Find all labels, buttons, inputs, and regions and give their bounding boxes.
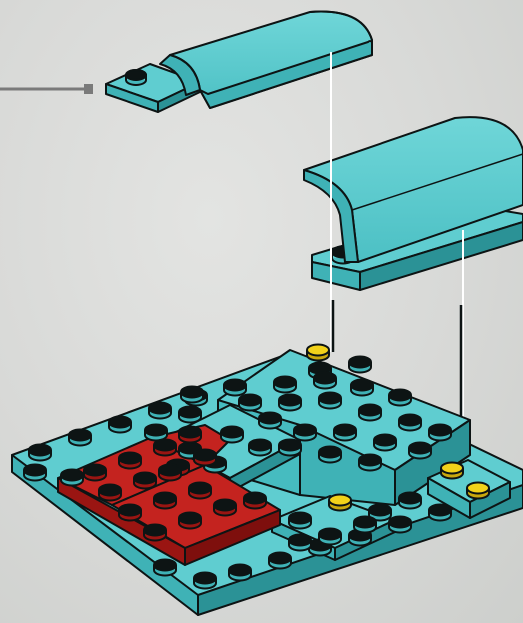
red-stud — [158, 463, 182, 482]
teal-stud — [178, 405, 202, 424]
red-stud — [213, 498, 237, 517]
red-stud — [193, 448, 217, 467]
teal-stud — [238, 393, 262, 412]
teal-stud — [273, 375, 297, 394]
red-stud — [83, 463, 107, 482]
teal-stud — [153, 558, 177, 577]
teal-stud — [358, 453, 382, 472]
teal-stud — [353, 515, 377, 534]
teal-stud — [268, 551, 292, 570]
teal-stud — [388, 388, 412, 407]
curved-slope-piece-upper — [105, 10, 373, 113]
red-stud — [188, 481, 212, 500]
red-stud — [178, 425, 202, 444]
teal-stud — [398, 413, 422, 432]
teal-stud — [193, 571, 217, 590]
callout-pointer — [0, 84, 93, 94]
teal-stud — [408, 441, 432, 460]
teal-stud — [278, 393, 302, 412]
yellow-stud — [306, 343, 330, 362]
red-stud — [153, 491, 177, 510]
teal-stud — [313, 371, 337, 390]
teal-stud — [318, 527, 342, 546]
teal-stud — [398, 491, 422, 510]
teal-stud — [60, 468, 84, 487]
teal-stud — [108, 415, 132, 434]
teal-stud — [278, 438, 302, 457]
teal-stud — [148, 401, 172, 420]
teal-stud — [180, 385, 204, 404]
teal-stud — [144, 423, 168, 442]
teal-stud — [23, 463, 47, 482]
red-stud — [118, 503, 142, 522]
teal-stud — [428, 423, 452, 442]
teal-stud — [223, 378, 247, 397]
teal-stud — [220, 425, 244, 444]
teal-stud — [258, 411, 282, 430]
teal-stud — [333, 423, 357, 442]
red-stud — [118, 451, 142, 470]
baseplate-assembly — [11, 349, 523, 616]
teal-stud — [358, 403, 382, 422]
teal-stud — [388, 515, 412, 534]
yellow-stud — [466, 481, 490, 500]
teal-stud — [373, 433, 397, 452]
red-stud — [178, 511, 202, 530]
teal-stud — [28, 443, 52, 462]
red-stud — [243, 491, 267, 510]
teal-stud — [288, 533, 312, 552]
teal-stud — [350, 378, 374, 397]
teal-stud — [248, 438, 272, 457]
teal-stud — [288, 511, 312, 530]
red-stud — [98, 483, 122, 502]
teal-stud — [228, 563, 252, 582]
yellow-stud — [328, 493, 352, 512]
studs-layer — [23, 343, 490, 590]
yellow-stud — [440, 461, 464, 480]
teal-stud — [293, 423, 317, 442]
red-stud — [153, 438, 177, 457]
teal-stud — [318, 391, 342, 410]
curved-slope-piece-right — [303, 116, 523, 291]
red-stud — [133, 471, 157, 490]
red-stud — [143, 523, 167, 542]
teal-stud — [318, 445, 342, 464]
teal-stud — [68, 428, 92, 447]
teal-stud — [348, 528, 372, 547]
teal-stud — [348, 355, 372, 374]
teal-stud — [428, 503, 452, 522]
